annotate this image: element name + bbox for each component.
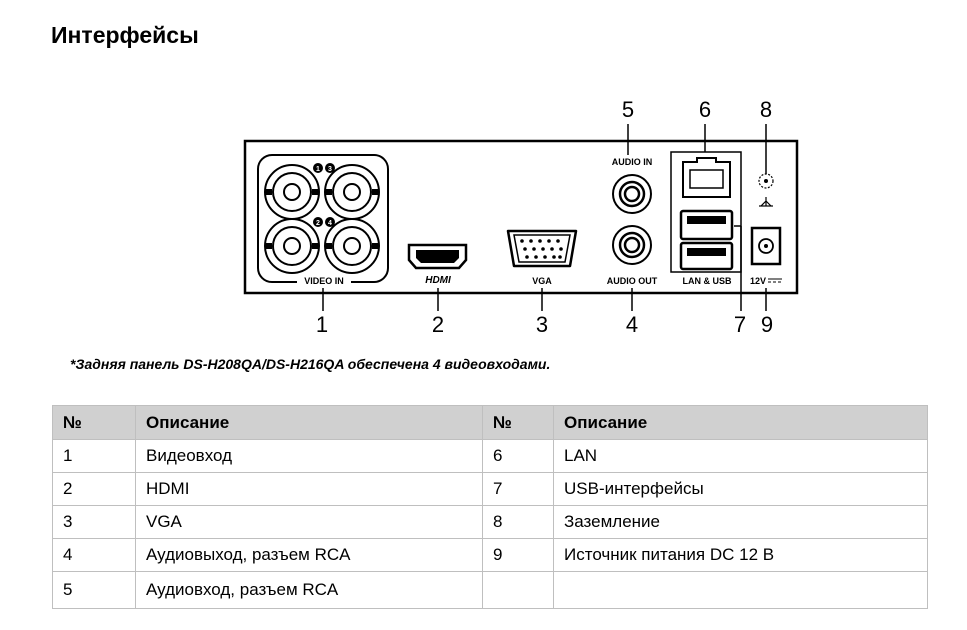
bnc-connector-4 bbox=[324, 218, 380, 274]
vga-port bbox=[506, 229, 578, 268]
table-cell: Заземление bbox=[553, 505, 928, 539]
audio-out-label: AUDIO OUT bbox=[607, 276, 658, 286]
interfaces-table: № Описание № Описание 1 Видеовход 6 LAN … bbox=[52, 405, 928, 609]
table-cell: 9 bbox=[482, 538, 554, 572]
callout-leaders bbox=[322, 124, 767, 311]
hdmi-label: HDMI bbox=[425, 275, 451, 286]
table-cell: Аудиовыход, разъем RCA bbox=[135, 538, 483, 572]
lan-usb-label: LAN & USB bbox=[683, 276, 732, 286]
callout-4: 4 bbox=[626, 312, 638, 337]
table-cell: Видеовход bbox=[135, 439, 483, 473]
table-cell: Источник питания DC 12 В bbox=[553, 538, 928, 572]
header-description-left: Описание bbox=[135, 405, 483, 440]
table-cell: 7 bbox=[482, 472, 554, 506]
ground-terminal bbox=[758, 173, 774, 189]
usb-port-top bbox=[679, 209, 734, 241]
callout-3: 3 bbox=[536, 312, 548, 337]
hdmi-port bbox=[407, 243, 468, 270]
bnc-connector-1 bbox=[264, 164, 320, 220]
vga-label: VGA bbox=[532, 276, 552, 286]
audio-out-rca-jack bbox=[612, 225, 652, 265]
table-cell: 6 bbox=[482, 439, 554, 473]
bnc-connector-2 bbox=[264, 218, 320, 274]
callout-2: 2 bbox=[432, 312, 444, 337]
table-cell: LAN bbox=[553, 439, 928, 473]
audio-in-rca-jack bbox=[612, 174, 652, 214]
table-row: 3 VGA 8 Заземление bbox=[52, 505, 928, 539]
ground-icon bbox=[759, 197, 773, 207]
header-description-right: Описание bbox=[553, 405, 928, 440]
table-cell: HDMI bbox=[135, 472, 483, 506]
dc-power-jack bbox=[750, 226, 782, 266]
rear-panel-diagram: 1 3 2 4 VIDEO IN HDMI VGA AUDIO IN AUDIO… bbox=[243, 97, 799, 337]
audio-in-label: AUDIO IN bbox=[612, 157, 653, 167]
video-in-label: VIDEO IN bbox=[304, 276, 344, 286]
table-row: 1 Видеовход 6 LAN bbox=[52, 439, 928, 473]
table-cell: 5 bbox=[52, 571, 136, 609]
callout-7: 7 bbox=[734, 312, 746, 337]
dc-symbol-icon bbox=[768, 278, 782, 283]
table-row: 4 Аудиовыход, разъем RCA 9 Источник пита… bbox=[52, 538, 928, 572]
header-number-right: № bbox=[482, 405, 554, 440]
table-cell: 2 bbox=[52, 472, 136, 506]
bnc-badge-4: 4 bbox=[328, 220, 332, 227]
bnc-connector-3 bbox=[324, 164, 380, 220]
callout-6: 6 bbox=[699, 97, 711, 122]
table-cell: 1 bbox=[52, 439, 136, 473]
footnote: *Задняя панель DS-H208QA/DS-H216QA обесп… bbox=[70, 356, 551, 372]
page-title: Интерфейсы bbox=[51, 22, 199, 48]
bnc-badge-3: 3 bbox=[328, 166, 332, 173]
callout-8: 8 bbox=[760, 97, 772, 122]
bnc-badge-2: 2 bbox=[316, 220, 320, 227]
table-cell bbox=[553, 571, 928, 609]
bnc-badge-1: 1 bbox=[316, 166, 320, 173]
callout-1: 1 bbox=[316, 312, 328, 337]
callout-5: 5 bbox=[622, 97, 634, 122]
table-row: 2 HDMI 7 USB-интерфейсы bbox=[52, 472, 928, 506]
table-cell: Аудиовход, разъем RCA bbox=[135, 571, 483, 609]
usb-port-bottom bbox=[679, 241, 734, 271]
table-cell: USB-интерфейсы bbox=[553, 472, 928, 506]
table-header-row: № Описание № Описание bbox=[52, 405, 928, 440]
rj45-port bbox=[682, 157, 731, 198]
table-cell: VGA bbox=[135, 505, 483, 539]
table-cell: 8 bbox=[482, 505, 554, 539]
power-label: 12V bbox=[750, 276, 766, 286]
callout-9: 9 bbox=[761, 312, 773, 337]
table-row: 5 Аудиовход, разъем RCA bbox=[52, 571, 928, 609]
table-cell bbox=[482, 571, 554, 609]
header-number-left: № bbox=[52, 405, 136, 440]
table-cell: 3 bbox=[52, 505, 136, 539]
table-cell: 4 bbox=[52, 538, 136, 572]
